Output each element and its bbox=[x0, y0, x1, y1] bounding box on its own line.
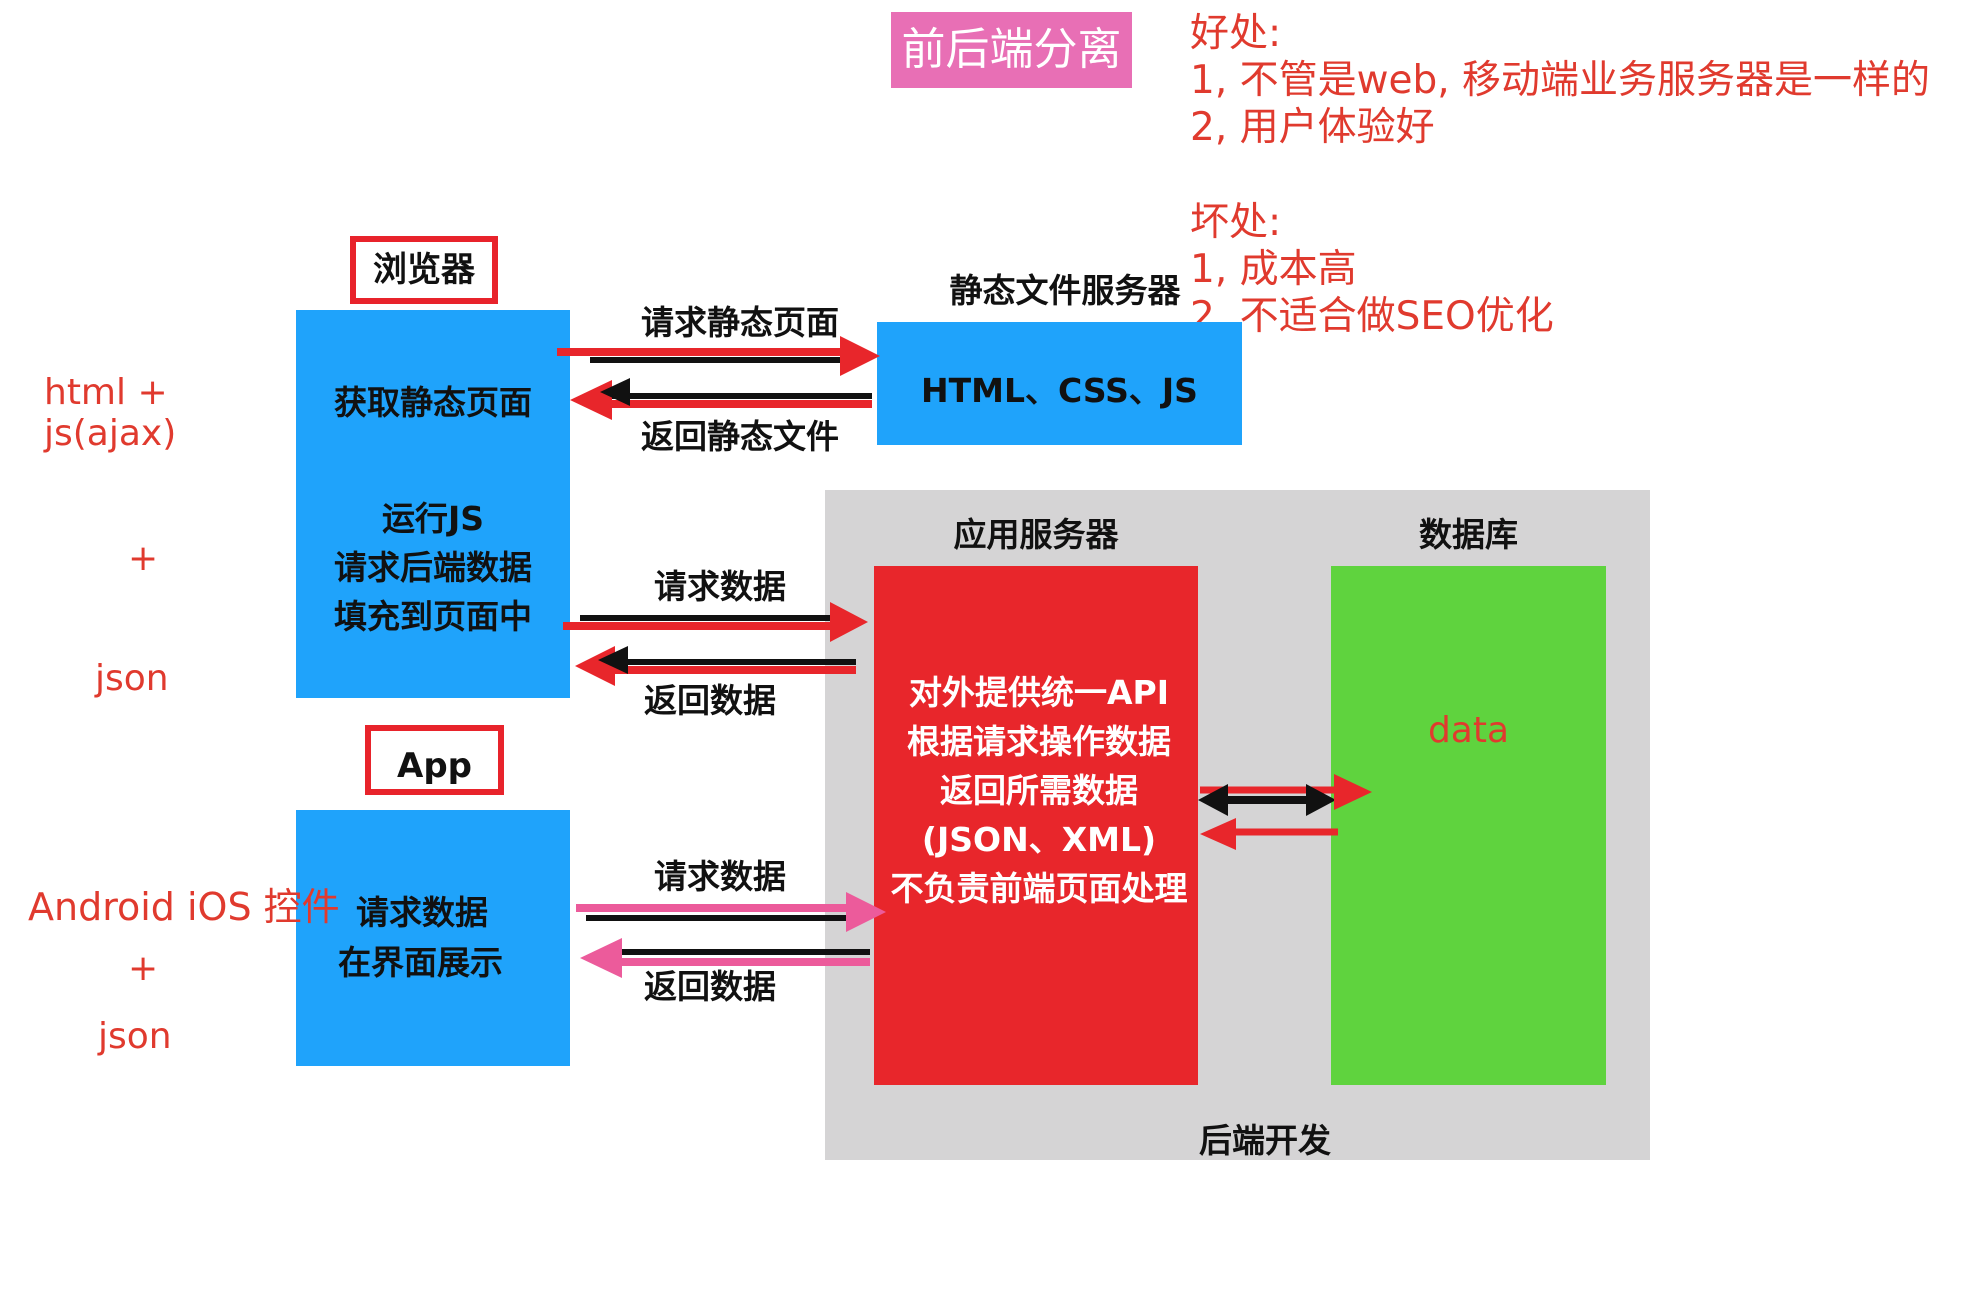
arrow-browser-request bbox=[563, 602, 868, 642]
app-text: 请求数据 在界面展示 bbox=[296, 888, 570, 988]
arrow-request-static bbox=[557, 336, 880, 376]
edge-label-app-return: 返回数据 bbox=[644, 967, 776, 1006]
arrow-app-request bbox=[576, 892, 886, 932]
browser-label: 浏览器 bbox=[350, 236, 498, 304]
app-annotation: Android iOS 控件 bbox=[28, 885, 340, 929]
edge-label-app-request: 请求数据 bbox=[654, 857, 786, 896]
cons-item: 2, 不适合做SEO优化 bbox=[1190, 294, 1554, 339]
app-server-box bbox=[874, 566, 1198, 1085]
static-server-label: 静态文件服务器 bbox=[949, 271, 1181, 310]
app-server-line: 不负责前端页面处理 bbox=[890, 869, 1188, 908]
app-line: 在界面展示 bbox=[338, 943, 503, 982]
arrow-server-database bbox=[1198, 774, 1372, 850]
app-server-line: 根据请求操作数据 bbox=[907, 722, 1171, 761]
app-plus: + bbox=[128, 948, 159, 989]
app-server-line: (JSON、XML) bbox=[921, 820, 1157, 859]
static-server-box bbox=[877, 322, 1242, 445]
pros-cons-notes: 好处: 1, 不管是web, 移动端业务服务器是一样的 2, 用户体验好 坏处:… bbox=[1190, 10, 1960, 340]
browser-annotation: html + js(ajax) bbox=[44, 372, 177, 454]
browser-step-line: 运行JS bbox=[381, 499, 485, 538]
arrow-browser-return bbox=[575, 646, 856, 686]
database-label: 数据库 bbox=[1419, 515, 1518, 554]
browser-step-line: 请求后端数据 bbox=[334, 548, 532, 587]
database-content: data bbox=[1427, 710, 1510, 751]
browser-json: json bbox=[95, 658, 169, 699]
browser-step-line: 填充到页面中 bbox=[334, 597, 532, 636]
pros-heading: 好处: bbox=[1190, 11, 1282, 56]
arrow-return-static bbox=[570, 378, 872, 420]
pros-item: 2, 用户体验好 bbox=[1190, 105, 1435, 150]
cons-heading: 坏处: bbox=[1190, 200, 1282, 245]
app-line: 请求数据 bbox=[356, 893, 488, 932]
pros-item: 1, 不管是web, 移动端业务服务器是一样的 bbox=[1190, 58, 1931, 103]
app-box bbox=[296, 810, 570, 1066]
edge-label-return-static: 返回静态文件 bbox=[641, 417, 839, 456]
app-server-label: 应用服务器 bbox=[953, 515, 1119, 554]
edge-label-browser-return: 返回数据 bbox=[644, 681, 776, 720]
app-label: App bbox=[365, 725, 504, 795]
browser-step-fetch: 获取静态页面 bbox=[334, 383, 532, 422]
cons-item: 1, 成本高 bbox=[1190, 247, 1357, 292]
browser-plus: + bbox=[128, 538, 159, 579]
browser-box bbox=[296, 310, 570, 698]
app-json: json bbox=[98, 1016, 172, 1057]
app-server-line: 返回所需数据 bbox=[940, 771, 1138, 810]
backend-label: 后端开发 bbox=[1199, 1121, 1331, 1160]
browser-step-run: 运行JS 请求后端数据 填充到页面中 bbox=[296, 494, 570, 641]
app-server-line: 对外提供统一API bbox=[908, 673, 1169, 712]
diagram-title: 前后端分离 bbox=[891, 12, 1132, 88]
static-server-content: HTML、CSS、JS bbox=[921, 371, 1198, 410]
database-box bbox=[1331, 566, 1606, 1085]
edge-label-request-static: 请求静态页面 bbox=[641, 303, 839, 342]
edge-label-browser-request: 请求数据 bbox=[654, 567, 786, 606]
app-server-text: 对外提供统一API 根据请求操作数据 返回所需数据 (JSON、XML) 不负责… bbox=[874, 668, 1204, 913]
arrow-app-return bbox=[580, 938, 870, 978]
